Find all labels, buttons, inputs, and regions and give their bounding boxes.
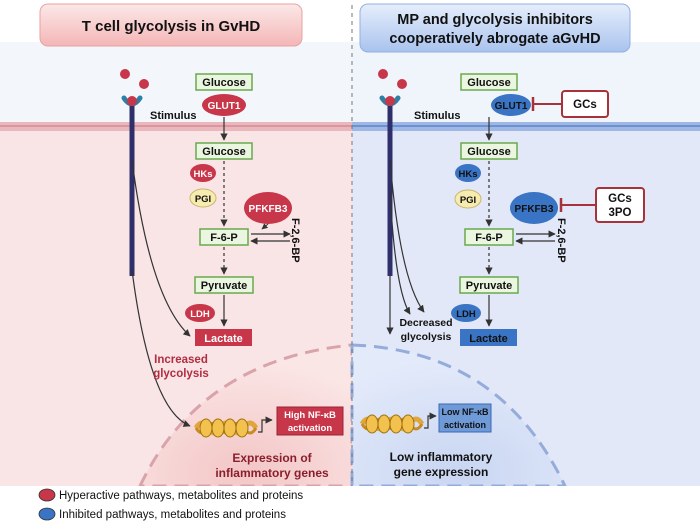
right-dna-icon	[359, 414, 425, 434]
left-hks	[190, 164, 216, 182]
right-nfkb-label-line1: Low NF-κB	[441, 407, 489, 417]
right-inhibitor-gcs-box	[561, 90, 609, 118]
left-stimulus-label: Stimulus	[150, 110, 196, 122]
right-nfkb-box	[438, 403, 492, 433]
left-ldh-label: LDH	[190, 309, 210, 320]
legend-blue-swatch	[38, 507, 56, 521]
left-pfkfb3-label: PFKFB3	[249, 204, 288, 215]
right-ldh-label: LDH	[456, 309, 476, 320]
right-glut1	[491, 94, 531, 116]
legend-background	[0, 486, 700, 526]
right-inhibitor-3po-label: 3PO	[608, 207, 631, 219]
left-title-box	[39, 3, 303, 47]
right-inhibitor-gcs2-label: GCs	[608, 193, 632, 205]
right-pyruvate-label: Pyruvate	[466, 280, 512, 292]
right-lactate-label: Lactate	[469, 333, 508, 345]
right-inhibitor-gcs-label: GCs	[573, 99, 597, 111]
legend-red-label: Hyperactive pathways, metabolites and pr…	[59, 490, 303, 502]
right-pfkfb3	[510, 192, 558, 224]
left-transcription-arrow	[258, 416, 273, 433]
right-lactate	[460, 329, 517, 346]
right-pyruvate	[459, 276, 519, 294]
right-glucose-outer-label: Glucose	[467, 77, 510, 89]
left-nfkb-label-line2: activation	[288, 423, 333, 434]
left-f6p	[199, 228, 249, 246]
left-receptor-stalk	[129, 106, 135, 276]
left-glut1-label: GLUT1	[208, 101, 241, 112]
right-pgi-label: PGI	[460, 195, 476, 206]
right-expression-line1: Low inflammatory	[390, 450, 493, 464]
legend-blue-label: Inhibited pathways, metabolites and prot…	[59, 509, 286, 521]
left-glycolysis-label-line1: Increased	[154, 354, 208, 366]
left-glut1	[202, 94, 246, 116]
left-pfkfb3-arrow	[261, 223, 269, 230]
right-panel-title-line1: MP and glycolysis inhibitors	[397, 12, 593, 28]
left-dna-icon	[193, 418, 259, 438]
right-title-box	[359, 3, 631, 53]
right-transcription-arrow	[424, 412, 437, 429]
right-pfkfb3-label: PFKFB3	[515, 204, 554, 215]
right-ligand-dot	[378, 69, 388, 79]
right-stimulus-label: Stimulus	[414, 110, 460, 122]
right-stimulus-arrow-2	[389, 189, 411, 315]
left-pgi-label: PGI	[195, 194, 211, 205]
left-nfkb-label-line1: High NF-κB	[284, 410, 336, 421]
right-ldh	[451, 304, 481, 322]
right-glycolysis-label-line1: Decreased	[399, 317, 452, 329]
left-expression-line2: inflammatory genes	[215, 466, 329, 480]
right-hks-label: HKs	[458, 169, 477, 180]
left-stimulus-arrow-lactate	[131, 159, 191, 337]
right-ligand-dot	[397, 79, 407, 89]
left-pgi	[189, 188, 217, 208]
left-pfkfb3	[244, 192, 292, 224]
right-inhibitor-gcs-3po-box	[595, 187, 645, 223]
left-receptor-ligand	[127, 96, 137, 106]
right-f6p-label: F-6-P	[475, 232, 503, 244]
right-f26bp-label: F-2,6-BP	[555, 218, 567, 263]
right-expression-line2: gene expression	[394, 465, 489, 479]
legend-red-swatch	[38, 488, 56, 502]
right-f6p	[464, 228, 514, 246]
left-glucose-outer-label: Glucose	[202, 77, 245, 89]
left-extracellular	[0, 42, 352, 122]
right-panel-title-line2: cooperatively abrogate aGvHD	[389, 31, 600, 47]
left-f6p-label: F-6-P	[210, 232, 238, 244]
left-glucose-inner-label: Glucose	[202, 146, 245, 158]
right-stimulus-arrow-1	[389, 159, 425, 313]
left-hks-label: HKs	[193, 169, 212, 180]
left-ligand-dot	[139, 79, 149, 89]
left-nucleus	[137, 343, 354, 488]
left-nfkb-box	[276, 406, 344, 436]
right-glucose-inner	[460, 142, 518, 160]
right-pgi	[454, 189, 482, 209]
left-glucose-outer	[195, 73, 253, 91]
left-stimulus-arrow-nucleus	[131, 269, 191, 427]
left-pyruvate-label: Pyruvate	[201, 280, 247, 292]
left-pyruvate	[194, 276, 254, 294]
left-lactate	[195, 329, 252, 346]
left-ldh	[185, 304, 215, 322]
left-glycolysis-label-line2: glycolysis	[153, 368, 209, 380]
right-nfkb-label-line2: activation	[444, 420, 486, 430]
right-hks	[455, 164, 481, 182]
right-glycolysis-label-line2: glycolysis	[401, 331, 452, 343]
right-glucose-inner-label: Glucose	[467, 146, 510, 158]
right-glucose-outer	[460, 73, 518, 91]
left-expression-line1: Expression of	[232, 451, 312, 465]
right-glut1-label: GLUT1	[495, 101, 528, 112]
left-lactate-label: Lactate	[204, 333, 243, 345]
left-f26bp-label: F-2,6-BP	[289, 218, 301, 263]
left-panel-title: T cell glycolysis in GvHD	[82, 18, 261, 35]
right-receptor-ligand	[385, 96, 395, 106]
left-ligand-dot	[120, 69, 130, 79]
left-glucose-inner	[195, 142, 253, 160]
